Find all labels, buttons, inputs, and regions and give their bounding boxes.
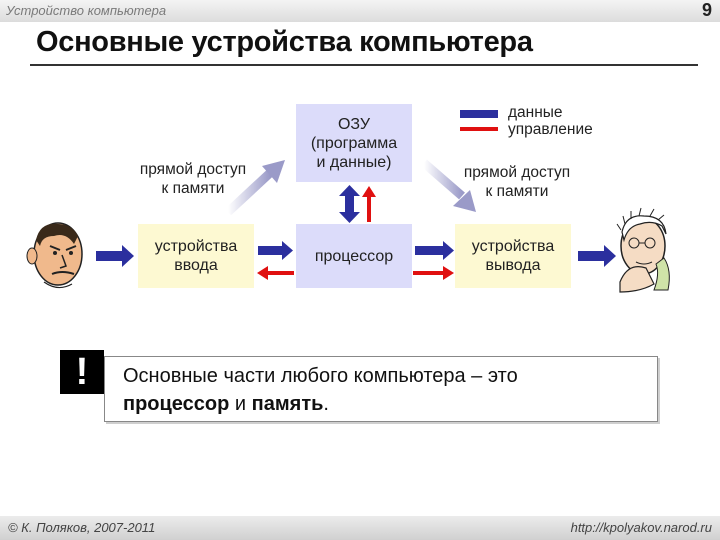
footer-url[interactable]: http://kpolyakov.narod.ru xyxy=(570,520,712,535)
page-number: 9 xyxy=(701,0,712,20)
dma-right-label: прямой доступ к памяти xyxy=(463,164,571,200)
note-connector: и xyxy=(229,393,252,415)
section-title: Устройство компьютера xyxy=(6,3,167,18)
legend-data-label: данные xyxy=(508,104,563,121)
note-box: Основные части любого компьютера – это п… xyxy=(104,356,658,422)
arrow-ram-cpu-data xyxy=(339,185,360,223)
legend-control-label: управление xyxy=(508,121,593,138)
thinking-person-icon xyxy=(616,207,670,293)
arrow-cpu-to-output-control xyxy=(413,266,454,280)
slide-title: Основные устройства компьютера xyxy=(36,26,533,58)
note-line-1: Основные части любого компьютера – это xyxy=(123,365,518,387)
processor-box: процессор xyxy=(296,224,412,288)
arrow-output-to-person xyxy=(578,245,616,267)
note-bold-processor: процессор xyxy=(123,393,230,415)
arrow-input-to-cpu xyxy=(258,241,293,260)
arrow-dma-ram-to-output xyxy=(421,159,476,212)
header-bar: Устройство компьютера 9 xyxy=(0,0,720,22)
arrow-cpu-to-ram-control xyxy=(362,186,376,222)
angry-person-icon xyxy=(26,222,83,289)
dma-left-label: прямой доступ к памяти xyxy=(139,161,247,197)
ram-box: ОЗУ (программа и данные) xyxy=(296,104,412,182)
arrow-cpu-to-output xyxy=(415,241,454,260)
arrow-cpu-to-input-control xyxy=(257,266,294,280)
input-devices-box: устройства ввода xyxy=(138,224,254,288)
footer-author: © К. Поляков, 2007-2011 xyxy=(8,520,156,535)
legend-control-swatch xyxy=(460,127,498,131)
footer-bar: © К. Поляков, 2007-2011 http://kpolyakov… xyxy=(0,516,720,540)
legend-data-swatch xyxy=(460,110,498,118)
exclamation-icon: ! xyxy=(60,350,104,394)
arrow-person-to-input xyxy=(96,245,134,267)
arrow-dma-input-to-ram xyxy=(224,160,285,216)
note-bold-memory: память xyxy=(251,393,324,415)
title-underline xyxy=(30,64,698,66)
output-devices-box: устройства вывода xyxy=(455,224,571,288)
note-period: . xyxy=(323,393,329,415)
note-line-2: процессор и память. xyxy=(123,393,329,416)
